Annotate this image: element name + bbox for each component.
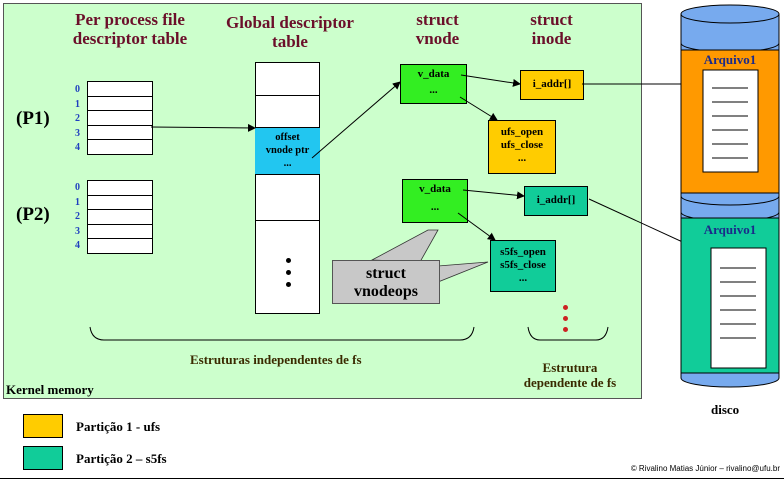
s5fs-close-entry: s5fs_close: [500, 259, 546, 271]
label-dependent-structure: Estrutura dependente de fs: [523, 360, 617, 390]
ellipsis-dot: [563, 316, 568, 321]
ellipsis-dot: [563, 327, 568, 332]
fd-row: [88, 181, 152, 196]
label-disco: disco: [711, 402, 740, 417]
fd-row: [88, 97, 152, 112]
ellipsis-dot: [286, 282, 291, 287]
fd-index: 1: [75, 98, 80, 110]
disk-top: [680, 4, 780, 24]
fd-index: 1: [75, 196, 80, 208]
disk-file-1-label: Arquivo1: [703, 52, 757, 67]
legend-swatch-ufs: [23, 414, 63, 438]
disk-file-2-label: Arquivo1: [703, 222, 757, 237]
arrow-vnode-to-inode: [462, 189, 525, 200]
header-global-table: Global descriptor table: [226, 13, 354, 51]
header-struct-vnode: struct vnode: [415, 10, 460, 48]
ellipsis-dot: [563, 305, 568, 310]
ufs-open-entry: ufs_open: [500, 126, 544, 138]
file-page-icon: [702, 69, 759, 173]
arrow-fd-to-file: [150, 123, 256, 132]
table-divider: [255, 127, 320, 128]
vnodeops-callout: struct vnodeops: [332, 260, 440, 304]
fd-index: 4: [75, 240, 80, 252]
arrow-vnode-to-ops: [459, 96, 498, 121]
arrow-vnode-to-inode: [460, 74, 521, 87]
p1-index-column: 0 1 2 3 4: [68, 83, 80, 156]
more-field: ...: [430, 201, 440, 213]
fd-index: 0: [75, 182, 80, 193]
s5fs-vnodeops: s5fs_open s5fs_close ...: [490, 240, 556, 292]
table-divider: [255, 220, 320, 221]
table-divider: [255, 95, 320, 96]
ellipsis-dot: [286, 270, 291, 275]
ufs-close-entry: ufs_close: [500, 139, 544, 151]
callout-pointer: [437, 261, 489, 283]
v-data-field: v_data: [417, 68, 450, 80]
fd-row: [88, 196, 152, 211]
offset-field: offset: [275, 132, 300, 143]
legend-label-s5fs: Partição 2 – s5fs: [76, 451, 167, 466]
i-addr-field: i_addr[]: [536, 194, 576, 206]
fd-row: [88, 82, 152, 97]
fd-row: [88, 210, 152, 225]
fd-index: 2: [75, 113, 80, 125]
ufs-vnodeops: ufs_open ufs_close ...: [488, 120, 556, 174]
ellipsis-dot: [286, 258, 291, 263]
disk-ring: [680, 195, 780, 206]
i-addr-field: i_addr[]: [532, 78, 572, 90]
global-file-entry: offset vnode ptr ...: [255, 128, 320, 174]
fd-index: 3: [75, 225, 80, 237]
more-field: ...: [283, 158, 292, 169]
legend-label-ufs: Partição 1 - ufs: [76, 419, 161, 434]
vnode-2: v_data ...: [402, 179, 468, 223]
footer-credit: © Rivalino Matias Júnior – rivalino@ufu.…: [630, 464, 780, 473]
inode-2: i_addr[]: [524, 186, 588, 216]
fd-row: [88, 225, 152, 240]
label-independent-structures: Estruturas independentes de fs: [190, 352, 362, 367]
more-field: ...: [518, 272, 528, 284]
label-kernel-memory: Kernel memory: [6, 382, 94, 397]
more-field: ...: [517, 152, 527, 164]
header-struct-inode: struct inode: [530, 10, 573, 48]
process-label-p1: (P1): [16, 108, 50, 129]
fd-row: [88, 126, 152, 141]
more-field: ...: [429, 84, 438, 96]
fd-index: 3: [75, 127, 80, 139]
header-per-process-table: Per process file descriptor table: [72, 10, 188, 48]
footer-divider: [0, 478, 784, 479]
fd-index: 0: [75, 84, 80, 95]
p1-fd-table: [87, 81, 153, 155]
arrow-file-to-vnode: [311, 81, 401, 159]
process-label-p2: (P2): [16, 204, 50, 225]
s5fs-open-entry: s5fs_open: [500, 246, 546, 258]
legend-swatch-s5fs: [23, 446, 63, 470]
callout-pointer: [370, 229, 439, 263]
v-data-field: v_data: [419, 183, 451, 195]
p2-fd-table: [87, 180, 153, 254]
table-divider: [255, 174, 320, 175]
brace-independent: [89, 326, 475, 341]
file-page-lines: [712, 87, 756, 339]
p2-index-column: 0 1 2 3 4: [68, 181, 80, 254]
fd-row: [88, 111, 152, 126]
fd-index: 2: [75, 211, 80, 223]
brace-dependent: [527, 326, 609, 341]
fd-index: 4: [75, 142, 80, 154]
vnode-ptr-field: vnode ptr: [265, 145, 310, 156]
file-page-icon: [710, 247, 767, 369]
inode-1: i_addr[]: [520, 70, 584, 100]
arrow-vnode-to-ops: [457, 212, 496, 241]
